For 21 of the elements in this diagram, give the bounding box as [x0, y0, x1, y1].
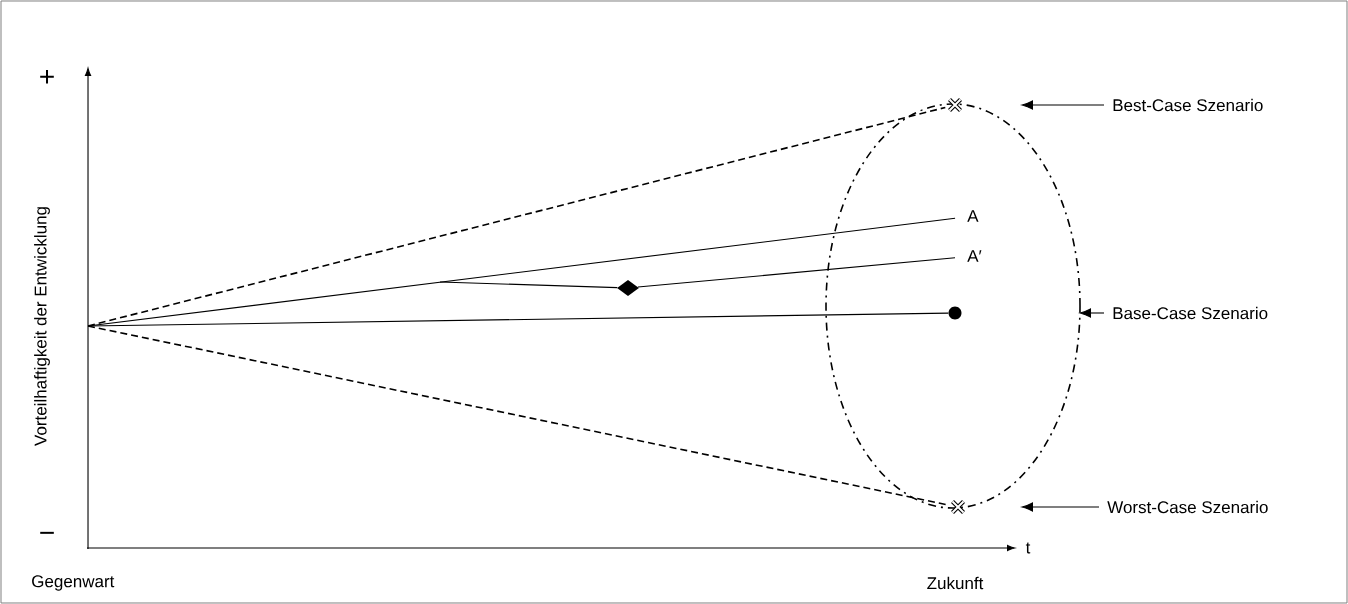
- line: [439, 281, 618, 289]
- cross-marker: [950, 499, 966, 515]
- line: [87, 312, 949, 327]
- case-label: A′: [967, 250, 982, 262]
- axis-sign: −: [40, 531, 54, 534]
- line: [637, 257, 956, 288]
- case-label: Base-Case Szenario: [1113, 306, 1268, 320]
- diamond-marker: [617, 280, 639, 296]
- line-label: A: [967, 210, 979, 222]
- axis-caption: Zukunft: [927, 576, 984, 590]
- scenario-ellipse: [825, 103, 1081, 509]
- case-label: Best-Case Szenario: [1113, 98, 1263, 112]
- axis-caption: Gegenwart: [32, 575, 115, 591]
- arrow: [1021, 502, 1100, 512]
- arrow: [1079, 308, 1105, 318]
- axis-title: Vorteilhaftigkeit der Entwicklung: [34, 207, 50, 446]
- case-label: Worst-Case Szenario: [1107, 500, 1268, 514]
- cross-marker: [947, 97, 963, 113]
- arrow: [1021, 100, 1105, 110]
- axis-title: t: [1025, 542, 1031, 554]
- axis-sign: +: [40, 69, 54, 84]
